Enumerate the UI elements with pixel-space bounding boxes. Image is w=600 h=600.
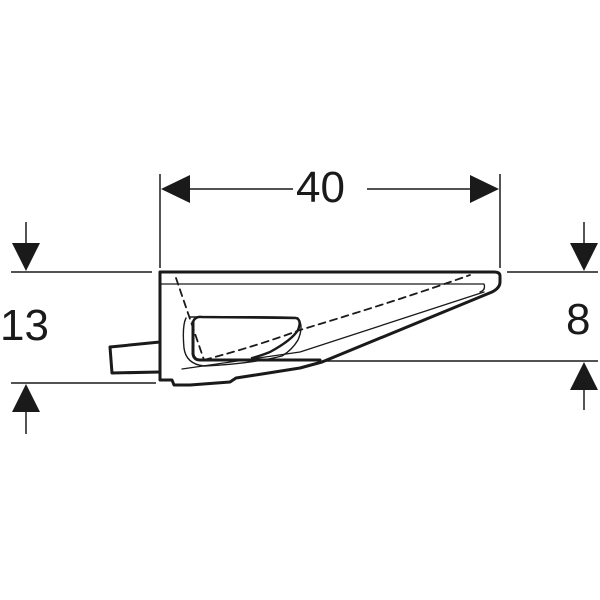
width-dimension-label: 40 [296,163,345,212]
hidden-line-diagonal [175,277,205,361]
outer-body [158,270,502,387]
right-height-dimension-label: 8 [566,295,591,344]
arrowhead-down-icon [12,243,40,271]
arrowhead-up-icon [570,362,598,390]
left-height-dimension [11,222,156,434]
cavity-top [191,315,301,360]
arrowhead-down-icon [570,243,598,271]
hidden-line-long [203,274,471,361]
cavity-inner [191,320,322,362]
top-rim-line [159,283,486,293]
width-dimension [159,174,501,268]
drain-stub [108,340,162,375]
arrowhead-up-icon [12,384,40,412]
right-height-dimension [322,222,598,410]
arrowhead-left-icon [161,175,190,203]
part-outline [108,270,502,387]
left-height-dimension-label: 13 [0,301,49,350]
arrowhead-right-icon [470,175,499,203]
